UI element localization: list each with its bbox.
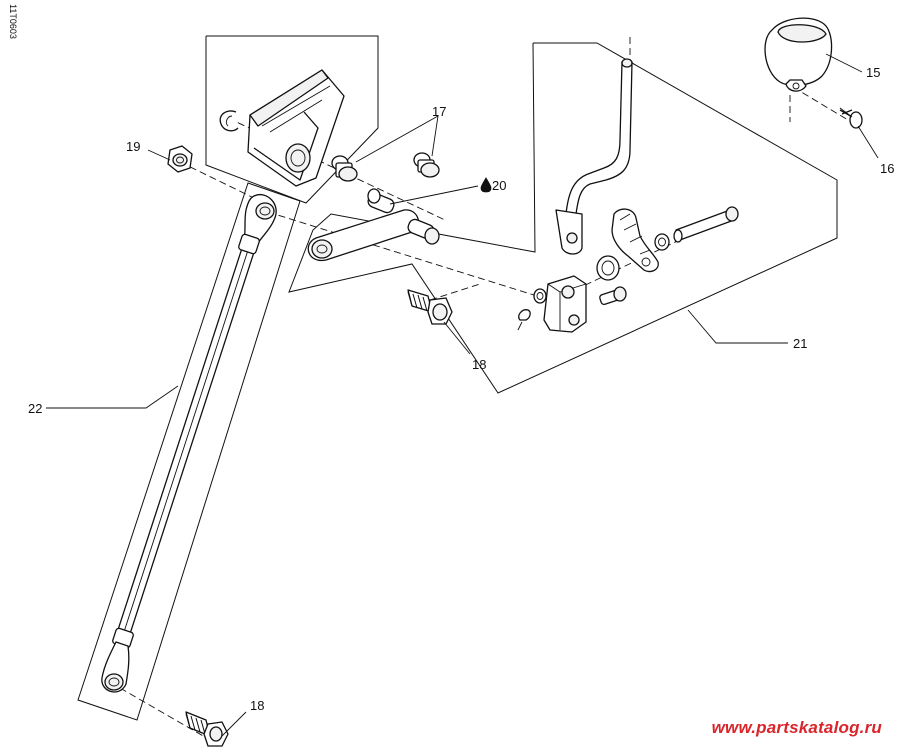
drawing-id: 11T0603 bbox=[8, 4, 18, 39]
callout-20: 20 bbox=[492, 178, 506, 193]
assembly-line-rod-end bbox=[267, 211, 538, 297]
watermark: www.partskatalog.ru bbox=[711, 718, 882, 737]
leader-21 bbox=[687, 309, 788, 344]
bolt-lower bbox=[185, 711, 229, 747]
knob-screw bbox=[839, 107, 863, 129]
shift-lever bbox=[555, 58, 633, 255]
callout-18-top: 18 bbox=[472, 357, 486, 372]
cotter-pin bbox=[517, 309, 531, 331]
connecting-rod bbox=[101, 194, 277, 693]
callout-22: 22 bbox=[28, 401, 42, 416]
leader-19 bbox=[147, 149, 171, 161]
callout-17: 17 bbox=[432, 104, 446, 119]
pivot-block bbox=[543, 275, 587, 333]
leader-15 bbox=[825, 53, 863, 73]
lever-arm bbox=[307, 188, 440, 262]
leader-18-top bbox=[443, 321, 471, 355]
rod-group-frame bbox=[77, 182, 301, 721]
callout-16: 16 bbox=[880, 161, 894, 176]
bushing-right bbox=[413, 152, 440, 178]
mounting-bracket bbox=[247, 69, 345, 187]
callout-19: 19 bbox=[126, 139, 140, 154]
assembly-line-nut bbox=[179, 161, 259, 201]
leader-20 bbox=[389, 185, 479, 205]
leader-17-b bbox=[431, 115, 439, 157]
leader-18-bottom bbox=[221, 711, 247, 737]
hex-nut bbox=[167, 145, 193, 173]
pivot-pin bbox=[654, 206, 739, 251]
shift-knob bbox=[764, 17, 833, 92]
detent-plate bbox=[611, 208, 659, 273]
leader-16 bbox=[857, 125, 879, 159]
pivot-bolt bbox=[599, 286, 627, 306]
assembly-line-bolt-top bbox=[429, 283, 481, 301]
assembly-line-knob-screw bbox=[792, 86, 849, 121]
callout-18-bottom: 18 bbox=[250, 698, 264, 713]
leader-17-a bbox=[355, 115, 439, 163]
oil-drop-icon bbox=[480, 177, 492, 193]
circlip bbox=[219, 110, 239, 132]
assembly-line-bolt-bottom bbox=[119, 687, 206, 738]
callout-15: 15 bbox=[866, 65, 880, 80]
washer-small bbox=[533, 288, 547, 304]
leader-22 bbox=[46, 385, 179, 409]
bushing-left bbox=[331, 155, 358, 182]
callout-21: 21 bbox=[793, 336, 807, 351]
